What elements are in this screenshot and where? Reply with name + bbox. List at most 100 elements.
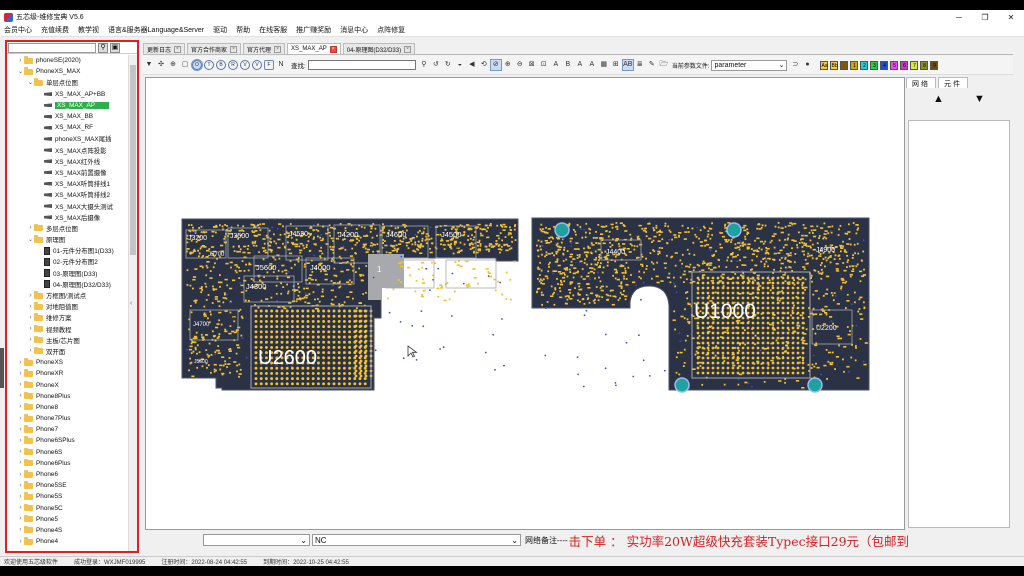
expand-right-icon[interactable]: ›	[29, 292, 32, 299]
expand-right-icon[interactable]: ›	[29, 225, 32, 232]
tree-item[interactable]: ›Phone4S	[7, 525, 129, 536]
tree-item[interactable]: ›Phone7Plus	[7, 413, 129, 424]
menu-item-1[interactable]: 充值续费	[41, 27, 69, 34]
expand-right-icon[interactable]: ›	[19, 393, 22, 400]
tree-item[interactable]: XS_MAX大摄头测试	[7, 200, 129, 211]
grid-select-icon[interactable]: ✣	[158, 61, 164, 68]
layer-swatch-9[interactable]: 7	[910, 60, 919, 70]
zoom-in-icon[interactable]: ⊕	[504, 61, 511, 68]
flip-icon[interactable]: ◒	[457, 61, 462, 68]
mode-t-icon[interactable]: T	[204, 60, 214, 70]
tree-item[interactable]: ›Phone8	[7, 402, 129, 413]
expand-right-icon[interactable]: ›	[19, 437, 22, 444]
tree-item[interactable]: XS_MAX_RF	[7, 122, 129, 133]
tab-0[interactable]: 更新日志×	[143, 43, 186, 54]
dock-handle[interactable]	[0, 348, 4, 388]
qr-icon[interactable]: ▦	[600, 61, 608, 68]
menu-item-0[interactable]: 会员中心	[4, 27, 32, 34]
tree-item[interactable]: XS_MAX红外线	[7, 156, 129, 167]
fit-icon[interactable]: ⊠	[528, 61, 535, 68]
tree-item[interactable]: XS_MAX点阵投影	[7, 145, 129, 156]
ad-marquee[interactable]: 击下单 ： 实功率20W超级快充套装Typec接口29元（包邮到	[568, 533, 910, 549]
tree-item[interactable]: ⌄原理图	[7, 234, 129, 245]
tree-search-button[interactable]: ⚲	[98, 42, 108, 53]
tree-item[interactable]: ›视频教程	[7, 324, 129, 335]
expand-right-icon[interactable]: ›	[29, 314, 32, 321]
arrow-up-icon[interactable]: ▲	[933, 93, 944, 105]
expand-right-icon[interactable]: ›	[29, 303, 32, 310]
tree-item[interactable]: ›双开面	[7, 346, 129, 357]
search-icon[interactable]: ⚲	[421, 61, 427, 68]
tab-part[interactable]: 元件	[938, 77, 968, 88]
layer-swatch-5[interactable]: 3	[870, 60, 879, 70]
rotate-right-icon[interactable]: ↻	[444, 61, 451, 68]
tree-item[interactable]: ›对地阻值图	[7, 301, 129, 312]
cross-select-icon[interactable]: ⊕	[170, 61, 176, 68]
expand-right-icon[interactable]: ›	[19, 449, 22, 456]
pointer-icon[interactable]: ▼	[145, 61, 153, 68]
tree-search-input[interactable]	[8, 42, 96, 53]
rotate-left-icon[interactable]: ↺	[432, 61, 439, 68]
tree-item[interactable]: XS_MAX听筒排线1	[7, 178, 129, 189]
tree-item[interactable]: ›Phone7	[7, 424, 129, 435]
mode-f-icon[interactable]: F	[264, 60, 274, 70]
expand-right-icon[interactable]: ›	[19, 493, 22, 500]
folder-open-icon[interactable]: 🗁	[659, 61, 669, 68]
close-tab-icon[interactable]: ×	[329, 45, 337, 53]
minimize-button[interactable]: ─	[956, 12, 962, 22]
tree-item[interactable]: ›Phone8Plus	[7, 391, 129, 402]
mode-n-icon[interactable]: N	[278, 61, 284, 68]
tree-item[interactable]: ›Phone4	[7, 536, 129, 547]
layer-swatch-1[interactable]: Bb	[830, 60, 839, 70]
expand-right-icon[interactable]: ›	[19, 359, 22, 366]
text-up-icon[interactable]: A	[577, 61, 583, 68]
mode-o-icon[interactable]: O	[191, 59, 203, 71]
ab-icon[interactable]: AB	[621, 59, 634, 71]
tree-item[interactable]: XS_MAX后摄像	[7, 212, 129, 223]
tree-item[interactable]: ›多层点位图	[7, 223, 129, 234]
tab-1[interactable]: 官方合作商家×	[187, 43, 242, 54]
expand-right-icon[interactable]: ›	[19, 460, 22, 467]
menu-item-4[interactable]: 驱动	[213, 27, 228, 34]
tree-item[interactable]: XS_MAX_AP+BB	[7, 89, 129, 100]
tree-item[interactable]: ›主板/芯片图	[7, 335, 129, 346]
expand-right-icon[interactable]: ›	[19, 505, 22, 512]
tree-item[interactable]: 04-原理图(D32/D33)	[7, 279, 129, 290]
expand-down-icon[interactable]: ⌄	[27, 237, 34, 244]
close-tab-icon[interactable]: ×	[404, 45, 412, 53]
tree-scrollbar[interactable]	[128, 55, 137, 551]
label-icon[interactable]: ⊞	[612, 61, 619, 68]
mode-v-icon[interactable]: V	[240, 60, 250, 70]
layer-swatch-4[interactable]: 2	[860, 60, 869, 70]
tree-item[interactable]: ›PhoneX	[7, 379, 129, 390]
expand-right-icon[interactable]: ›	[19, 57, 22, 64]
mode-b-icon[interactable]: B	[216, 60, 226, 70]
tree-item[interactable]: XS_MAX_BB	[7, 111, 129, 122]
find-input[interactable]	[307, 60, 416, 70]
tab-3[interactable]: XS_MAX_AP×	[287, 43, 341, 54]
layer-swatch-2[interactable]	[840, 60, 849, 70]
scroll-thumb[interactable]	[130, 65, 136, 255]
tree-item[interactable]: 03-原理图(D33)	[7, 268, 129, 279]
tree-item[interactable]: phoneXS_MAX尾插	[7, 133, 129, 144]
expand-right-icon[interactable]: ›	[29, 326, 32, 333]
mode-r-icon[interactable]: R	[228, 60, 238, 70]
tree-item[interactable]: ›Phone6S	[7, 447, 129, 458]
expand-right-icon[interactable]: ›	[19, 370, 22, 377]
reset-view-icon[interactable]: ⟲	[480, 61, 487, 68]
frame-icon[interactable]: ▢	[181, 61, 189, 68]
tree-item[interactable]: ›Phone6SPlus	[7, 435, 129, 446]
tree-item[interactable]: ›PhoneXS	[7, 357, 129, 368]
part-combo[interactable]: NC⌄	[312, 534, 521, 546]
tree-item[interactable]: 02-元件分布图2	[7, 256, 129, 267]
expand-right-icon[interactable]: ›	[19, 482, 22, 489]
layer-swatch-8[interactable]: 6	[900, 60, 909, 70]
layer-swatch-3[interactable]: 1	[850, 60, 859, 70]
menu-item-5[interactable]: 帮助	[236, 27, 251, 34]
tree-item[interactable]: ›phoneSE(2020)	[7, 55, 129, 66]
tree-item[interactable]: ›Phone6	[7, 469, 129, 480]
tree-item[interactable]: XS_MAX前置摄像	[7, 167, 129, 178]
list-icon[interactable]: ≣	[636, 61, 643, 68]
